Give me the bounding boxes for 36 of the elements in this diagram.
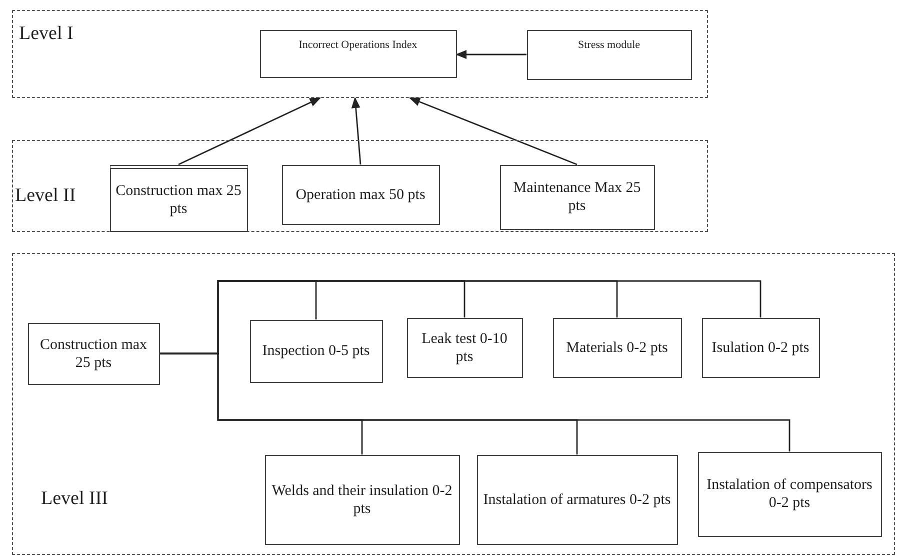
box-label: Maintenance Max 25 pts xyxy=(512,179,642,215)
level-label: Level III xyxy=(41,488,108,511)
process-box xyxy=(552,318,682,378)
process-box xyxy=(250,320,382,382)
box-label: Inspection 0-5 pts xyxy=(262,342,370,360)
box-label: Incorrect Operations Index xyxy=(298,38,418,52)
box-label: Welds and their insulation 0-2 pts xyxy=(270,482,454,518)
box-label: Operation max 50 pts xyxy=(296,186,426,204)
box-label: Construction max 25 pts xyxy=(38,336,148,372)
box-label: Instalation of armatures 0-2 pts xyxy=(483,490,671,508)
arrow xyxy=(351,96,362,165)
box-label: Isulation 0-2 pts xyxy=(712,338,810,356)
arrow xyxy=(178,97,322,166)
process-box xyxy=(702,318,820,378)
process-box xyxy=(28,322,160,384)
level-band xyxy=(12,10,708,98)
level-band xyxy=(12,140,708,232)
level-label: Level II xyxy=(15,185,76,208)
process-box xyxy=(526,30,692,80)
box-label: Leak test 0-10 pts xyxy=(420,330,508,366)
level-band xyxy=(12,253,895,555)
box-label: Construction max 25 pts xyxy=(114,182,242,218)
process-box xyxy=(698,452,882,536)
box-label: Materials 0-2 pts xyxy=(566,338,668,356)
arrow xyxy=(408,97,578,166)
process-box xyxy=(264,454,460,544)
arrow xyxy=(455,50,526,59)
process-box xyxy=(282,164,440,224)
process-box xyxy=(476,454,678,544)
box-label: Instalation of compensators 0-2 pts xyxy=(706,476,874,512)
process-box xyxy=(260,30,456,78)
process-box xyxy=(406,318,522,378)
process-box xyxy=(110,164,248,232)
level-label: Level I xyxy=(19,23,74,46)
process-box xyxy=(500,164,654,230)
box-label: Stress module xyxy=(578,38,640,52)
